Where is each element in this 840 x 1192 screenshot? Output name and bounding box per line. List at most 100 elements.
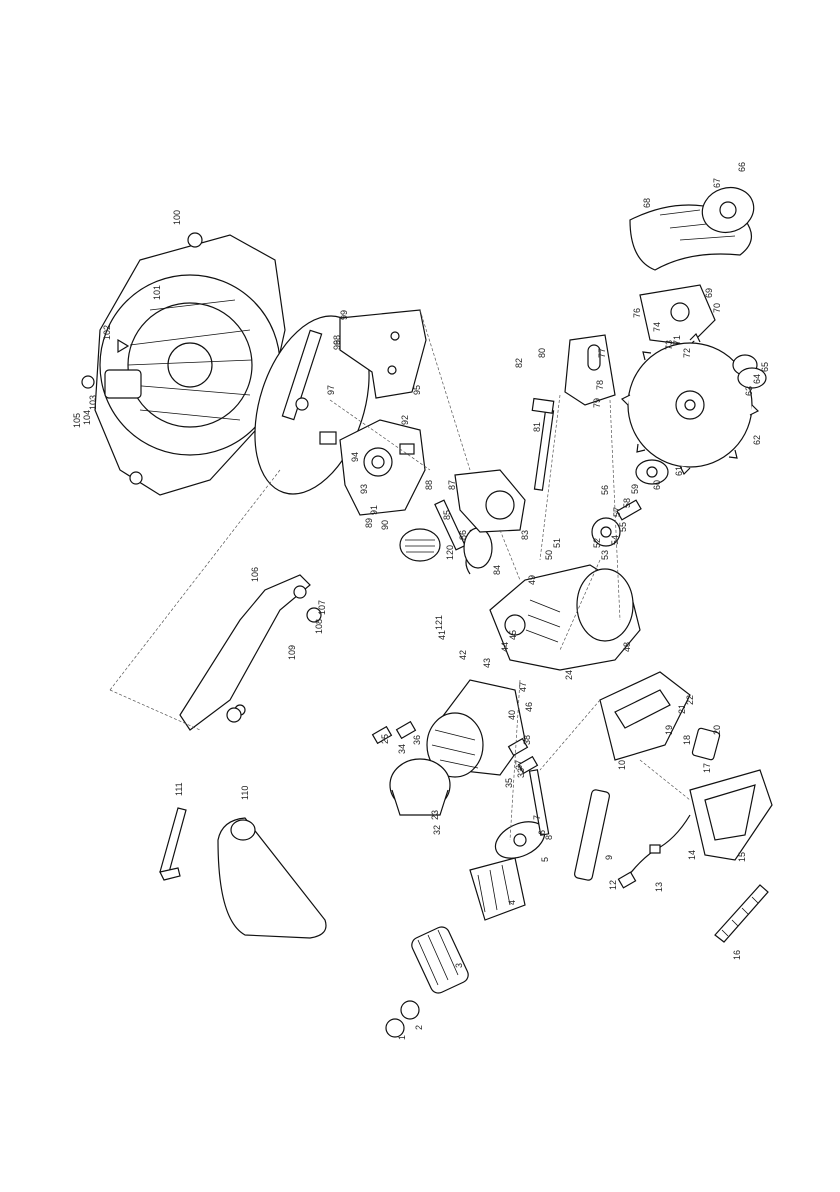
- saw-arm: [454, 469, 526, 533]
- callout-51: 51: [552, 538, 562, 548]
- callout-85: 85: [442, 510, 452, 520]
- guard-plate: [639, 284, 716, 346]
- callout-17: 17: [702, 763, 712, 773]
- callout-88: 88: [424, 480, 434, 490]
- callout-32: 32: [432, 825, 442, 835]
- switch: [691, 727, 721, 761]
- callout-41: 41: [437, 630, 447, 640]
- callout-106: 106: [250, 567, 260, 582]
- callout-6: 6: [537, 830, 547, 835]
- callout-18: 18: [682, 735, 692, 745]
- callout-2: 2: [414, 1025, 424, 1030]
- blade-flange: [732, 354, 767, 389]
- callout-72: 72: [682, 348, 692, 358]
- drive-gear: [591, 499, 642, 547]
- spring-assembly: [399, 499, 493, 575]
- callout-67: 67: [712, 178, 722, 188]
- callout-81: 81: [532, 422, 542, 432]
- callout-99: 99: [339, 310, 349, 320]
- callout-79: 79: [592, 398, 602, 408]
- callout-64: 64: [752, 374, 762, 384]
- callout-42: 42: [458, 650, 468, 660]
- callout-74: 74: [652, 322, 662, 332]
- callout-37: 37: [514, 760, 524, 770]
- callout-16: 16: [732, 950, 742, 960]
- callout-108: 108: [314, 619, 324, 634]
- callout-38: 38: [522, 735, 532, 745]
- callout-55: 55: [618, 522, 628, 532]
- slide-bracket: [564, 334, 616, 406]
- callout-89: 89: [364, 518, 374, 528]
- callout-49: 49: [527, 575, 537, 585]
- callout-65: 65: [760, 362, 770, 372]
- gear-case: [489, 564, 641, 671]
- callout-94: 94: [350, 452, 360, 462]
- callout-100: 100: [172, 210, 182, 225]
- callout-34: 34: [397, 744, 407, 754]
- motor-housing: [426, 679, 526, 778]
- callout-36: 36: [412, 735, 422, 745]
- callout-3: 3: [454, 963, 464, 968]
- callout-50: 50: [544, 550, 554, 560]
- callout-59: 59: [630, 484, 640, 494]
- handle-housing: [599, 671, 691, 761]
- callout-4: 4: [507, 900, 517, 905]
- callout-82: 82: [514, 358, 524, 368]
- saw-blade: [620, 332, 760, 476]
- callout-33: 33: [516, 768, 526, 778]
- callout-22: 22: [685, 695, 695, 705]
- callout-68: 68: [642, 198, 652, 208]
- callout-80: 80: [537, 348, 547, 358]
- pivot-bolt: [531, 397, 555, 491]
- guide-rod: [528, 769, 611, 881]
- callout-66: 66: [737, 162, 747, 172]
- callout-20: 20: [712, 725, 722, 735]
- callout-92: 92: [400, 415, 410, 425]
- callout-25: 25: [380, 734, 390, 744]
- callout-44: 44: [500, 642, 510, 652]
- callout-101: 101: [152, 285, 162, 300]
- callout-57: 57: [612, 507, 622, 517]
- guard-cover: [701, 186, 755, 234]
- callout-69: 69: [704, 288, 714, 298]
- bearing-cap: [635, 459, 669, 485]
- motor-bearings: [385, 1000, 420, 1038]
- callout-97: 97: [326, 385, 336, 395]
- callout-7: 7: [532, 815, 542, 820]
- clamp-strip: [714, 884, 769, 943]
- callout-47: 47: [518, 682, 528, 692]
- callout-62: 62: [752, 435, 762, 445]
- lock-knob: [226, 607, 322, 723]
- dust-bag: [217, 817, 327, 939]
- callout-91: 91: [369, 505, 379, 515]
- callout-24: 24: [564, 670, 574, 680]
- callout-35: 35: [504, 778, 514, 788]
- callout-48: 48: [622, 642, 632, 652]
- callout-43: 43: [482, 658, 492, 668]
- motor-end-cap: [389, 758, 451, 816]
- callout-19: 19: [664, 725, 674, 735]
- callout-14: 14: [687, 850, 697, 860]
- callout-54: 54: [610, 535, 620, 545]
- callout-96: 96: [332, 340, 342, 350]
- handle-grip: [689, 769, 773, 861]
- assembly-lines: [109, 309, 691, 841]
- callout-23: 23: [430, 810, 440, 820]
- hex-key: [159, 807, 187, 881]
- callout-46: 46: [524, 702, 534, 712]
- callout-77: 77: [597, 348, 607, 358]
- callout-9: 9: [604, 855, 614, 860]
- stator: [469, 857, 526, 921]
- callout-58: 58: [622, 498, 632, 508]
- callout-121: 121: [434, 615, 444, 630]
- callout-8: 8: [544, 835, 554, 840]
- callout-15: 15: [737, 852, 747, 862]
- callout-109: 109: [287, 645, 297, 660]
- callout-13: 13: [654, 882, 664, 892]
- callout-73: 73: [664, 340, 674, 350]
- callout-40: 40: [507, 710, 517, 720]
- callout-104: 104: [82, 410, 92, 425]
- power-cord: [617, 814, 691, 889]
